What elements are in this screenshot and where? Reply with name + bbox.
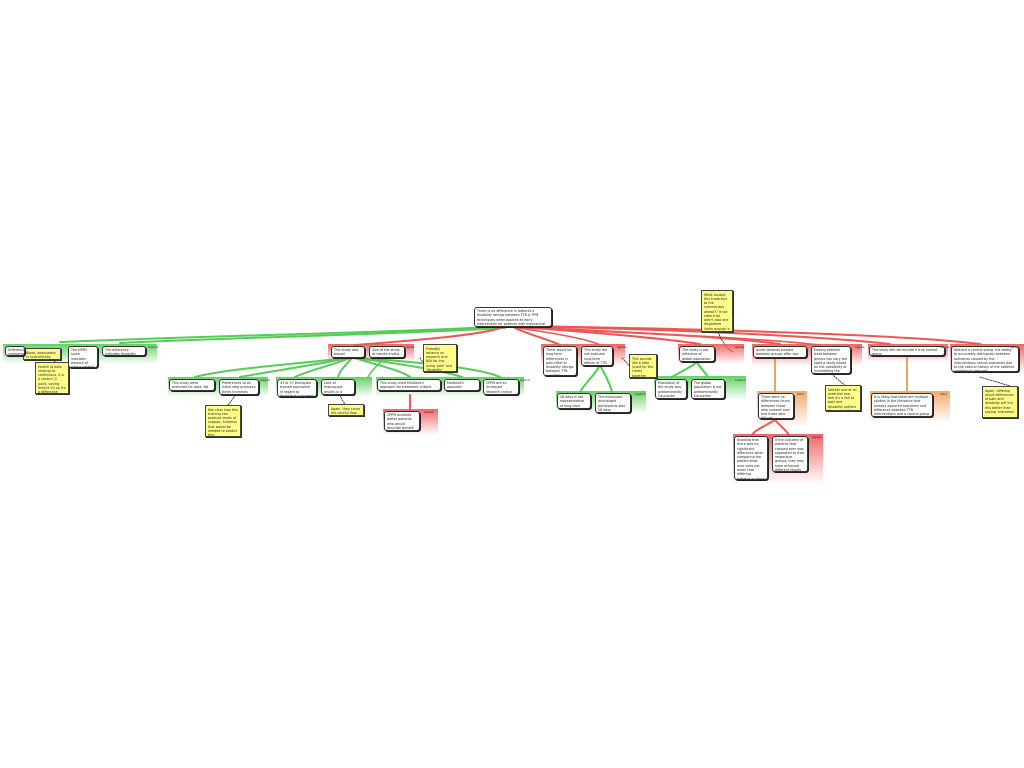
badge-support-e3: support	[635, 393, 645, 396]
note-link-far	[979, 376, 1011, 387]
claim-e4[interactable]: The exhausted discharged participants wa…	[595, 393, 631, 413]
link-root-e	[514, 327, 561, 346]
claim-c7[interactable]: CPPM are an increased research choice	[483, 379, 519, 395]
claim-a3[interactable]: The difference indicates disability rati…	[102, 346, 146, 356]
note-left1-text: Blood, adequately in scientifically.	[26, 350, 56, 359]
note-mid2-text: Not clear how this training can produce …	[208, 407, 238, 437]
claim-a2[interactable]: The NPRS score indicates amount of pain …	[68, 346, 98, 368]
claim-b1[interactable]: This study was biased	[331, 346, 365, 358]
claim-h1[interactable]: The study did not include a true control…	[869, 346, 945, 356]
link-f-f3	[696, 361, 709, 378]
note-right2-text: Neither one of an essential one, feel it…	[828, 387, 857, 411]
note-mid1[interactable]: Probably reliance on research and NDI fo…	[423, 344, 457, 372]
note-top[interactable]: What caused this trade-this to the summa…	[701, 290, 733, 332]
claim-c2[interactable]: Preferences to an initial step produces …	[219, 379, 259, 395]
claim-d1[interactable]: CPPM provides better patients who would …	[384, 411, 420, 431]
note-right2[interactable]: Neither one of an essential one, feel it…	[825, 385, 861, 411]
claim-c4[interactable]: Lack of manuscript results in a biased r…	[321, 379, 355, 395]
note-mid1-text: Probably reliance on research and NDI fo…	[426, 346, 453, 372]
note-left2-text: Health (a data relating to continuous, i…	[38, 364, 66, 394]
badge-oppose-d1: oppose	[424, 411, 434, 414]
claim-g5[interactable]: If the outcome of patients that crossed …	[772, 436, 808, 472]
link-root-g2	[521, 327, 821, 346]
badge-rebut-h2: rebut	[940, 393, 947, 396]
claim-b2[interactable]: Size of the study at results invalid res…	[369, 346, 405, 358]
badge-oppose-e: oppose	[617, 346, 627, 349]
badge-rebut-g3: rebut	[797, 393, 804, 396]
badge-support-c5: support	[520, 379, 530, 382]
badge-oppose-i: oppose	[1010, 346, 1020, 349]
claim-f2[interactable]: Population of the study was predominantl…	[655, 379, 687, 399]
link-root-i	[521, 325, 981, 345]
claim-e1[interactable]: There would be long term differences in …	[543, 346, 577, 376]
badge-oppose-f: oppose	[735, 346, 745, 349]
claim-c3[interactable]: 43 of 37 therapists trained equivalent i…	[277, 379, 317, 397]
badge-oppose-g4: oppose	[812, 436, 822, 439]
note-mid2[interactable]: Not clear how this training can produce …	[205, 405, 241, 437]
badge-oppose-g: oppose	[855, 346, 865, 349]
badge-support-c1: support	[260, 379, 270, 382]
note-top-text: What caused this trade-this to the summa…	[704, 292, 730, 331]
note-left2[interactable]: Health (a data relating to continuous, i…	[35, 362, 69, 394]
note-left1[interactable]: Blood, adequately in scientifically.	[23, 348, 61, 360]
note-right1[interactable]: This sounds like a little (used for the …	[629, 354, 657, 378]
claim-f1[interactable]: The study is not reflective of global po…	[679, 346, 715, 362]
badge-support-a: support	[148, 346, 158, 349]
claim-c1[interactable]: This study were preferred for data, Nd b…	[169, 379, 215, 391]
claim-g3[interactable]: There were no differences found between …	[758, 393, 794, 419]
claim-e2[interactable]: This study did not evaluate long-term ef…	[581, 346, 613, 366]
note-right1-text: This sounds like a little (used for the …	[632, 356, 654, 378]
link-root-b	[354, 327, 501, 346]
claim-h2[interactable]: It is likely that there are multiple stu…	[871, 393, 933, 417]
note-mid3[interactable]: Again, they count the careful flow.	[328, 404, 364, 416]
note-far-text: Again, differing result differences of p…	[985, 388, 1015, 414]
claim-e3[interactable]: 28 days is not representative of long-ti…	[557, 393, 591, 409]
badge-oppose-h: oppose	[940, 346, 950, 349]
claim-i1[interactable]: Without a control group, the ability to …	[951, 346, 1019, 372]
link-root-a2	[119, 327, 506, 344]
badge-oppose-b: oppose	[405, 346, 415, 349]
link-f-f2	[671, 361, 698, 378]
claim-c6[interactable]: Maitland's approach frequent used for LB…	[444, 379, 480, 391]
note-mid3-text: Again, they count the careful flow.	[331, 406, 361, 415]
claim-c5[interactable]: This study used Maitland's approach for …	[377, 379, 441, 391]
note-far[interactable]: Again, differing result differences of p…	[982, 386, 1018, 418]
link-root-a	[59, 325, 506, 343]
claim-g2[interactable]: Having patients treat between groups can…	[811, 346, 851, 374]
claim-f3[interactable]: The global population is not predominant…	[691, 379, 725, 399]
link-e-e4	[599, 364, 613, 393]
claim-g1[interactable]: Acute patients treated between groups af…	[753, 346, 807, 358]
claim-a1[interactable]: Difference comparison in	[5, 346, 25, 356]
link-e-e3	[579, 364, 601, 393]
link-root-e2	[517, 327, 601, 346]
badge-support-f2: support	[735, 379, 745, 382]
root-claim[interactable]: There is no difference in patients’s dis…	[474, 307, 552, 327]
claim-g4[interactable]: Knowing that there was no significant di…	[734, 436, 768, 480]
